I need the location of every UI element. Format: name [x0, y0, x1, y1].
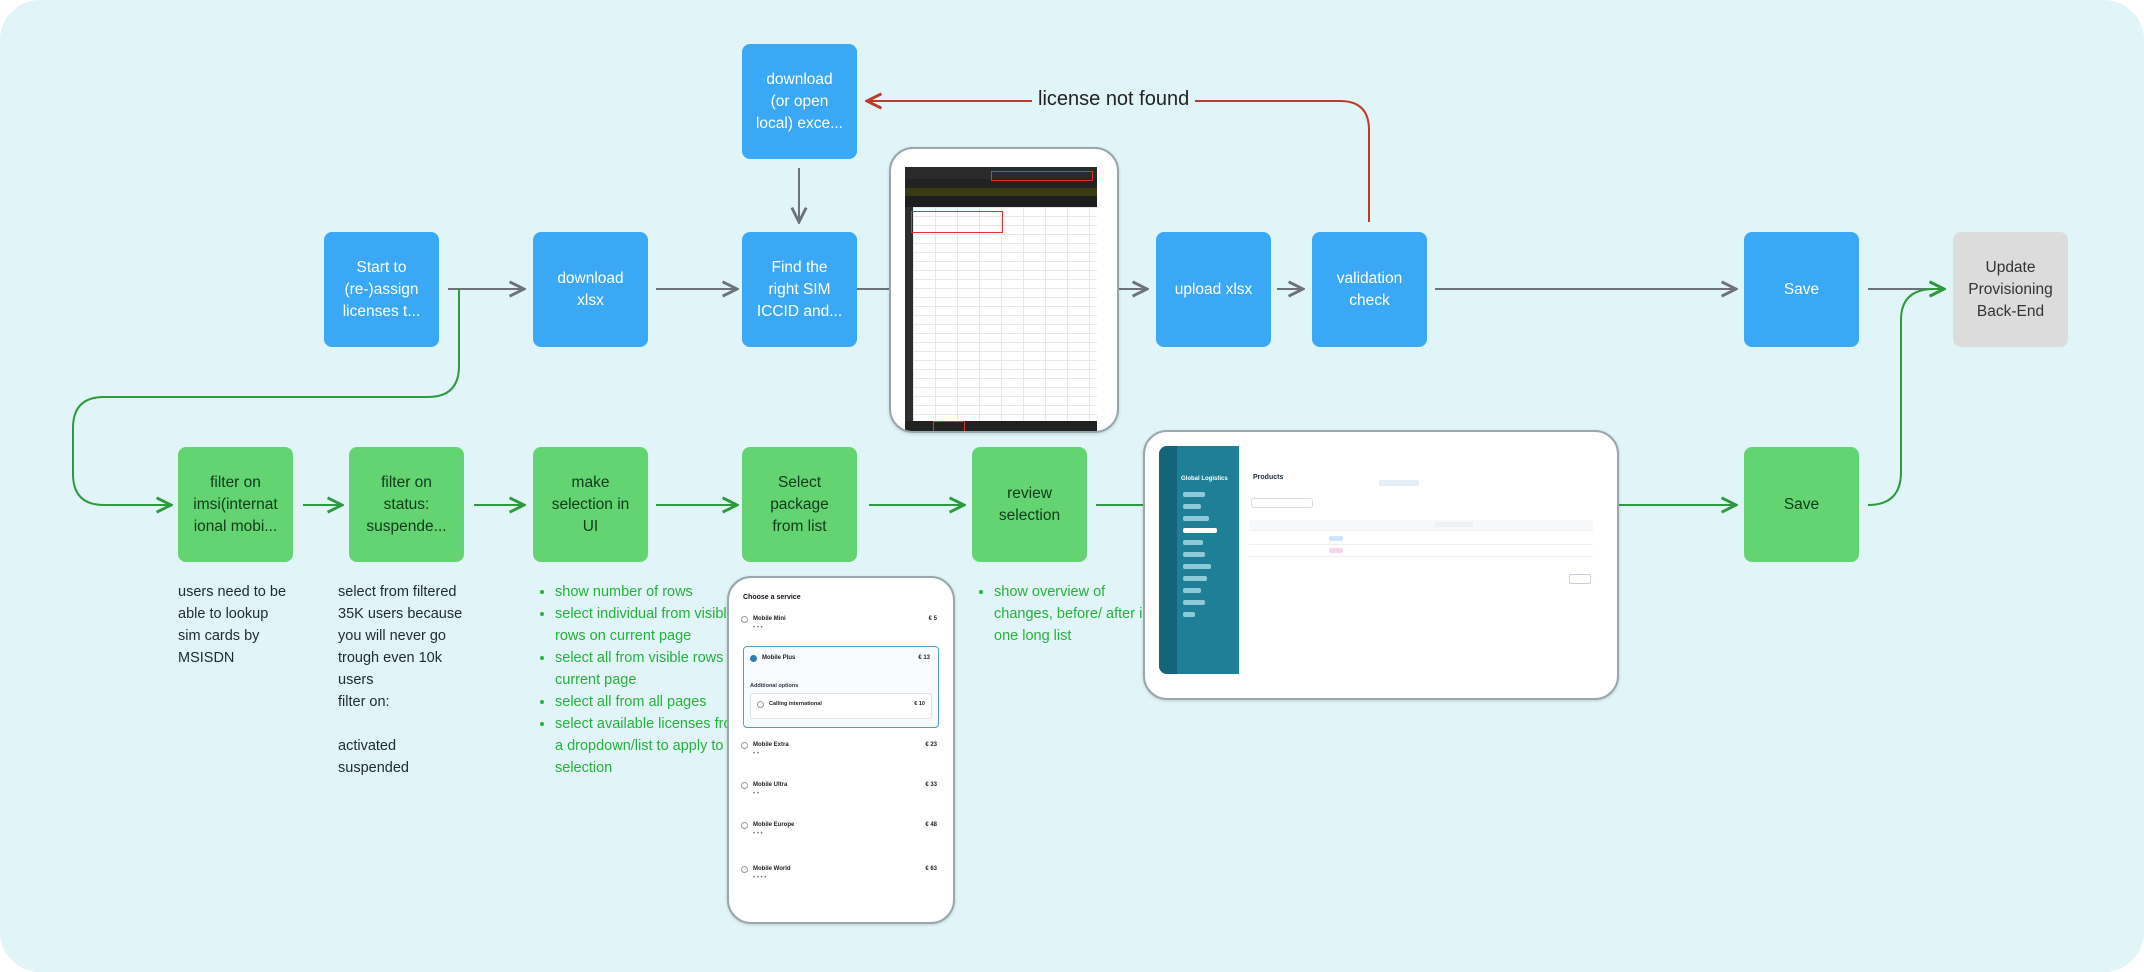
- spreadsheet-window: [905, 167, 1097, 431]
- service-option[interactable]: Mobile World € 63 • • • •: [741, 866, 941, 881]
- node-start-assign[interactable]: Start to (re-)assign licenses t...: [324, 232, 439, 347]
- node-save-bottom[interactable]: Save: [1744, 447, 1859, 562]
- node-make-selection[interactable]: make selection in UI: [533, 447, 648, 562]
- node-filter-status[interactable]: filter on status: suspende...: [349, 447, 464, 562]
- service-option[interactable]: Mobile Extra € 23 • •: [741, 742, 941, 757]
- service-option[interactable]: Mobile Europe € 48 • • •: [741, 822, 941, 837]
- node-select-package[interactable]: Select package from list: [742, 447, 857, 562]
- highlight-box: [911, 211, 1003, 233]
- service-chooser-screenshot: Choose a service Mobile Mini € 5 • • • M…: [727, 576, 955, 924]
- note-selection-item: select available licenses from a dropdow…: [555, 713, 745, 779]
- node-download-xlsx[interactable]: download xlsx: [533, 232, 648, 347]
- highlight-box: [991, 171, 1093, 181]
- service-option[interactable]: Mobile Ultra € 33 • •: [741, 782, 941, 797]
- note-review-list: show overview of changes, before/ after …: [972, 581, 1164, 647]
- products-title: Products: [1253, 474, 1284, 481]
- note-selection-item: select all from visible rows on current …: [555, 647, 745, 691]
- note-selection-item: select all from all pages: [555, 691, 745, 713]
- note-review-item: show overview of changes, before/ after …: [994, 581, 1164, 647]
- note-selection-item: show number of rows: [555, 581, 745, 603]
- node-find-sim[interactable]: Find the right SIM ICCID and...: [742, 232, 857, 347]
- node-review-selection[interactable]: review selection: [972, 447, 1087, 562]
- node-upload-xlsx[interactable]: upload xlsx: [1156, 232, 1271, 347]
- spreadsheet-screenshot: [889, 147, 1119, 433]
- service-option-selected[interactable]: Mobile Plus € 13 Additional options Call…: [743, 646, 939, 728]
- edge-save-to-update-green: [1867, 289, 1944, 506]
- node-validation-check[interactable]: validation check: [1312, 232, 1427, 347]
- node-download-local-excel[interactable]: download (or open local) exce...: [742, 44, 857, 159]
- note-selection-list: show number of rows select individual fr…: [533, 581, 745, 779]
- note-selection-item: select individual from visible rows on c…: [555, 603, 745, 647]
- node-update-backend[interactable]: Update Provisioning Back-End: [1953, 232, 2068, 347]
- edge-license-not-found: [867, 101, 1370, 222]
- edge-start-to-filter-imsi: [72, 289, 460, 505]
- highlight-box: [933, 421, 965, 431]
- node-filter-imsi[interactable]: filter on imsi(internat ional mobi...: [178, 447, 293, 562]
- note-status-filter: select from filtered 35K users because y…: [338, 584, 463, 776]
- products-sidebar: Global Logistics: [1159, 446, 1239, 674]
- edge-label-license-not-found: license not found: [1032, 88, 1196, 111]
- org-name: Global Logistics: [1181, 476, 1228, 482]
- service-chooser-title: Choose a service: [743, 594, 801, 601]
- note-imsi-lookup: users need to be able to lookup sim card…: [178, 584, 287, 666]
- node-save-top[interactable]: Save: [1744, 232, 1859, 347]
- service-option[interactable]: Mobile Mini € 5 • • •: [741, 616, 941, 631]
- products-main: Products: [1239, 446, 1603, 674]
- products-screenshot: Global Logistics Products: [1143, 430, 1619, 700]
